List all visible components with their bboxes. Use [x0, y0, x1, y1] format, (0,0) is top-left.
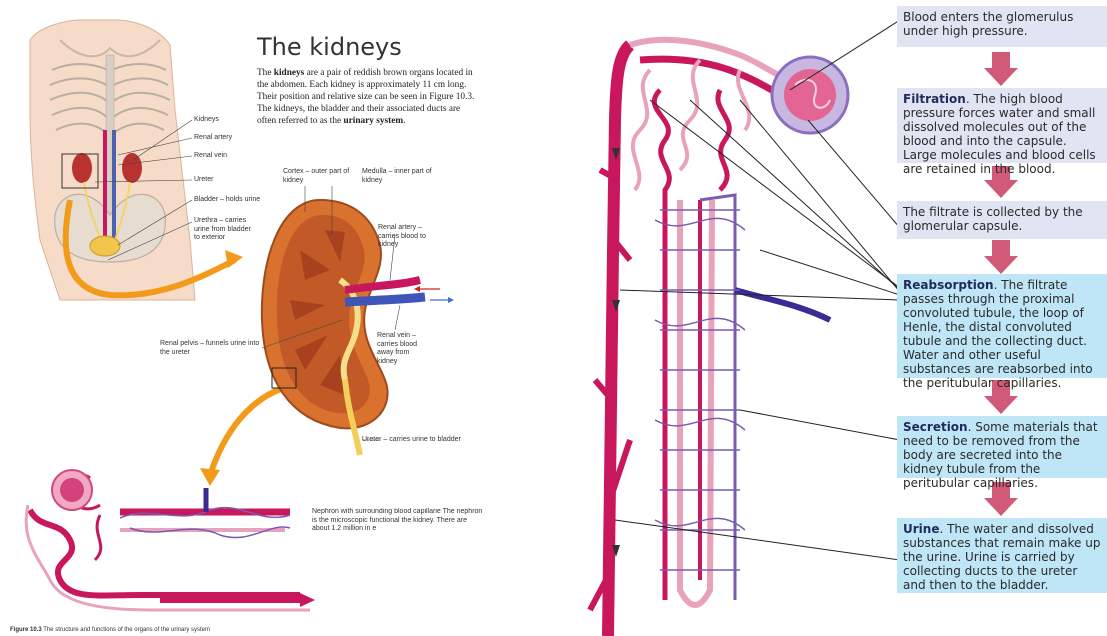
label-bladder: Bladder – holds urine — [194, 196, 260, 205]
step-urine: Urine. The water and dissolved substance… — [897, 518, 1107, 593]
step-filtrate-collected: The filtrate is collected by the glomeru… — [897, 201, 1107, 239]
figure-caption: Figure 10.3 The structure and functions … — [10, 627, 210, 633]
page-title: The kidneys — [257, 33, 402, 61]
label-renal-artery: Renal artery — [194, 134, 232, 143]
label-renal-vein: Renal vein — [194, 152, 227, 161]
nephron-caption: Nephron with surrounding blood capillari… — [312, 508, 484, 544]
label-renal-vein-kidney: Renal vein – carries blood away from kid… — [377, 332, 425, 366]
label-kidneys: Kidneys — [194, 116, 219, 125]
intro-paragraph: The kidneys are a pair of reddish brown … — [257, 67, 479, 127]
orange-arrow-2 — [210, 388, 283, 475]
label-cortex: Cortex – outer part of kidney — [283, 168, 351, 185]
small-nephron — [26, 470, 315, 610]
step-reabsorption: Reabsorption. The filtrate passes throug… — [897, 274, 1107, 378]
torso-illustration — [30, 20, 195, 300]
step-filtration: Filtration. The high blood pressure forc… — [897, 88, 1107, 163]
connector-lines — [615, 20, 900, 560]
step-blood-enters: Blood enters the glomerulus under high p… — [897, 6, 1107, 47]
step-secretion: Secretion. Some materials that need to b… — [897, 416, 1107, 478]
label-renal-pelvis: Renal pelvis – funnels urine into the ur… — [160, 340, 260, 357]
label-renal-artery-kidney: Renal artery – carries blood to kidney — [378, 224, 430, 250]
label-urethra: Urethra – carries urine from bladder to … — [194, 217, 254, 243]
label-ureter: Ureter — [194, 176, 213, 185]
label-ureter-kidney: Ureter – carries urine to bladder — [362, 436, 492, 445]
large-nephron — [590, 40, 848, 636]
label-medulla: Medulla – inner part of kidney — [362, 168, 432, 185]
